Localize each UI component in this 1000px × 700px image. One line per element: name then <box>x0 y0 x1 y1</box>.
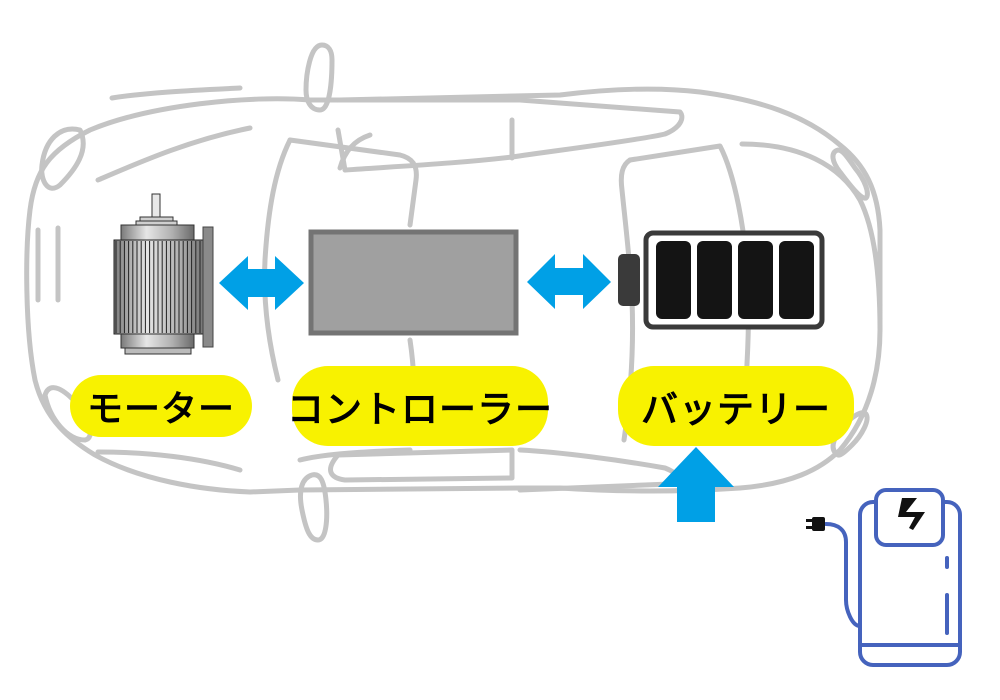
charging-station-icon <box>824 488 962 667</box>
charging-arrow <box>658 447 734 522</box>
electric-motor-icon <box>113 193 214 355</box>
battery-full-icon <box>618 230 825 330</box>
battery-cell <box>697 241 732 319</box>
lightning-bolt-icon <box>898 498 925 530</box>
controller-label: コントローラー <box>287 366 552 446</box>
bidirectional-arrow-motor-controller <box>219 256 304 310</box>
motor-label: モーター <box>70 375 252 437</box>
battery-cell <box>779 241 814 319</box>
controller-box-icon <box>308 229 519 336</box>
battery-cell <box>656 241 691 319</box>
battery-label: バッテリー <box>618 366 854 446</box>
battery-cell <box>738 241 773 319</box>
plug-icon <box>806 517 825 531</box>
bidirectional-arrow-controller-battery <box>527 254 611 309</box>
